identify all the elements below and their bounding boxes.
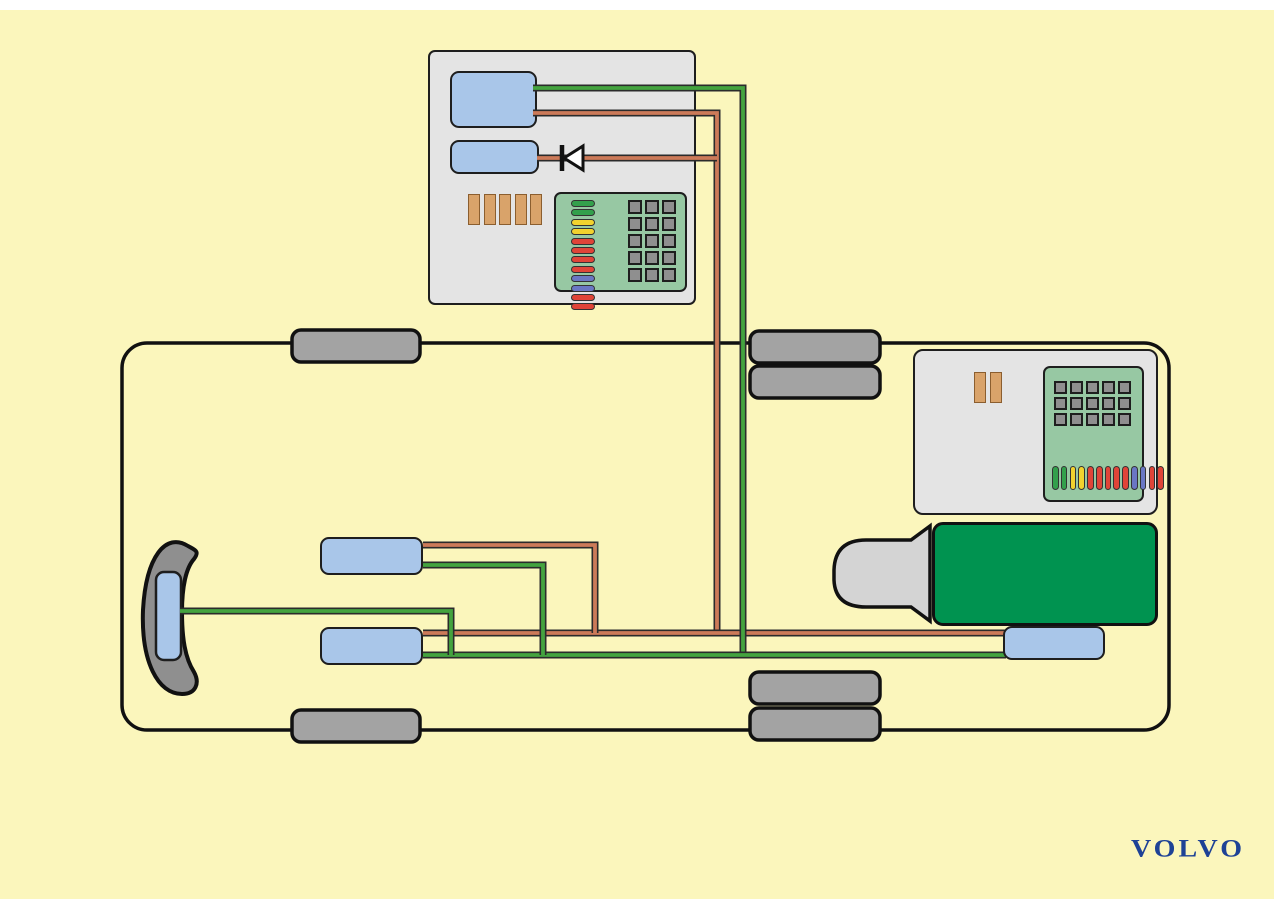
chassis-fuse-strip xyxy=(1052,466,1164,490)
cab-brown-harness-outline xyxy=(533,109,721,633)
relay xyxy=(662,234,676,248)
cab-brown-harness xyxy=(533,111,719,633)
rear-left-inner-wheel xyxy=(748,364,882,400)
engine-control-unit xyxy=(1003,626,1105,660)
seat-green-harness xyxy=(180,609,453,655)
mid-control-unit-upper xyxy=(320,537,423,575)
connector-pin xyxy=(499,194,511,225)
chassis-electrical-unit xyxy=(913,349,1164,515)
relay xyxy=(645,217,659,231)
cab-fuse-relay-board xyxy=(554,192,687,311)
relay xyxy=(662,268,676,282)
relay xyxy=(1102,413,1115,426)
relay xyxy=(1054,381,1067,394)
mid-unit-a-brown xyxy=(423,543,597,633)
fuse-red xyxy=(571,246,595,254)
fuse-yellow xyxy=(1069,466,1077,490)
relay xyxy=(662,251,676,265)
connector-pin xyxy=(530,194,542,225)
relay xyxy=(645,268,659,282)
relay xyxy=(662,217,676,231)
gearbox xyxy=(832,522,932,625)
cab-green-harness xyxy=(533,86,745,655)
connector-pin xyxy=(989,372,1002,403)
fuse-yellow xyxy=(1078,466,1085,490)
relay xyxy=(645,200,659,214)
front-left-wheel xyxy=(290,328,422,364)
relay xyxy=(1118,413,1131,426)
fuse-red xyxy=(1122,466,1129,490)
chassis-fuse-relay-board xyxy=(1043,366,1164,502)
chassis-frame-outline xyxy=(120,341,1171,732)
fuse-green xyxy=(571,209,595,217)
fuse-red xyxy=(1087,466,1094,490)
fuse-red xyxy=(1104,466,1112,490)
cab-connector-pins xyxy=(468,194,542,225)
fuse-blue xyxy=(1131,466,1138,490)
cab-control-unit-small xyxy=(450,140,539,174)
relay xyxy=(1054,397,1067,410)
mid-unit-a-green xyxy=(423,563,545,655)
relay xyxy=(662,200,676,214)
chassis-connector-pins xyxy=(974,372,1002,403)
rear-right-outer-wheel xyxy=(748,706,882,742)
seat-control-unit xyxy=(154,570,183,662)
relay xyxy=(1070,397,1083,410)
fuse-red xyxy=(571,293,595,301)
fuse-green xyxy=(1052,466,1059,490)
relay xyxy=(628,217,642,231)
fuse-red xyxy=(571,265,595,273)
fuse-green xyxy=(1060,466,1068,490)
relay xyxy=(1102,381,1115,394)
connector-pin xyxy=(514,194,527,225)
cab-fuse-strip xyxy=(571,200,595,311)
fuse-red xyxy=(1157,466,1164,490)
fuse-red xyxy=(571,256,595,264)
rear-right-inner-wheel xyxy=(748,670,882,706)
fuse-red xyxy=(571,237,595,245)
fuse-red xyxy=(1113,466,1121,490)
relay xyxy=(1070,413,1083,426)
relay xyxy=(1118,397,1131,410)
relay xyxy=(1086,397,1099,410)
relay xyxy=(1102,397,1115,410)
fuse-yellow xyxy=(571,218,595,226)
chassis-relay-grid xyxy=(1054,381,1131,426)
diode-symbol xyxy=(559,143,585,173)
relay xyxy=(628,234,642,248)
relay xyxy=(1070,381,1083,394)
fuse-red xyxy=(1148,466,1156,490)
connector-pin xyxy=(483,194,496,225)
relay xyxy=(628,268,642,282)
relay xyxy=(628,251,642,265)
relay xyxy=(1118,381,1131,394)
rear-left-outer-wheel xyxy=(748,329,882,365)
volvo-logo: VOLVO xyxy=(1131,834,1245,863)
relay xyxy=(645,251,659,265)
cab-electrical-unit xyxy=(428,50,696,311)
cab-relay-grid xyxy=(628,200,676,282)
mid-control-unit-lower xyxy=(320,627,423,665)
fuse-blue xyxy=(571,275,595,283)
relay xyxy=(1054,413,1067,426)
fuse-green xyxy=(571,200,595,207)
connector-pin xyxy=(974,372,986,403)
fuse-red xyxy=(571,303,595,311)
cab-control-unit-large xyxy=(450,71,537,128)
relay xyxy=(628,200,642,214)
relay xyxy=(1086,381,1099,394)
relay xyxy=(645,234,659,248)
fuse-red xyxy=(1095,466,1103,490)
fuse-blue xyxy=(1139,466,1147,490)
connector-pin xyxy=(468,194,480,225)
cab-green-harness-outline xyxy=(533,84,747,655)
engine-block xyxy=(932,522,1158,626)
front-right-wheel xyxy=(290,708,422,744)
fuse-blue xyxy=(571,284,595,292)
relay xyxy=(1086,413,1099,426)
fuse-yellow xyxy=(571,228,595,236)
